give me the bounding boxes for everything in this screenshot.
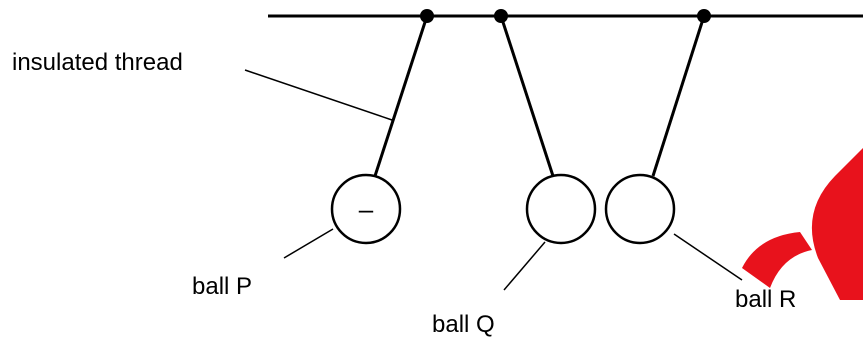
leader-ball-r (673, 233, 743, 281)
leader-ball-q (503, 241, 546, 291)
ball-p-label: ball P (192, 273, 252, 300)
thread-q (499, 15, 555, 177)
ball-q (525, 173, 597, 245)
pivot-point-r (697, 9, 711, 23)
thread-p (373, 15, 429, 177)
ball-r (604, 173, 676, 245)
leader-ball-p (283, 228, 334, 259)
watermark-logo (742, 148, 863, 300)
thread-label: insulated thread (12, 49, 183, 76)
ball-p (330, 173, 402, 245)
ball-r-label: ball R (735, 286, 796, 313)
ball-q-label: ball Q (432, 311, 495, 338)
ball-p-charge: – (359, 194, 374, 224)
thread-r (651, 15, 706, 177)
leader-thread (244, 69, 393, 121)
